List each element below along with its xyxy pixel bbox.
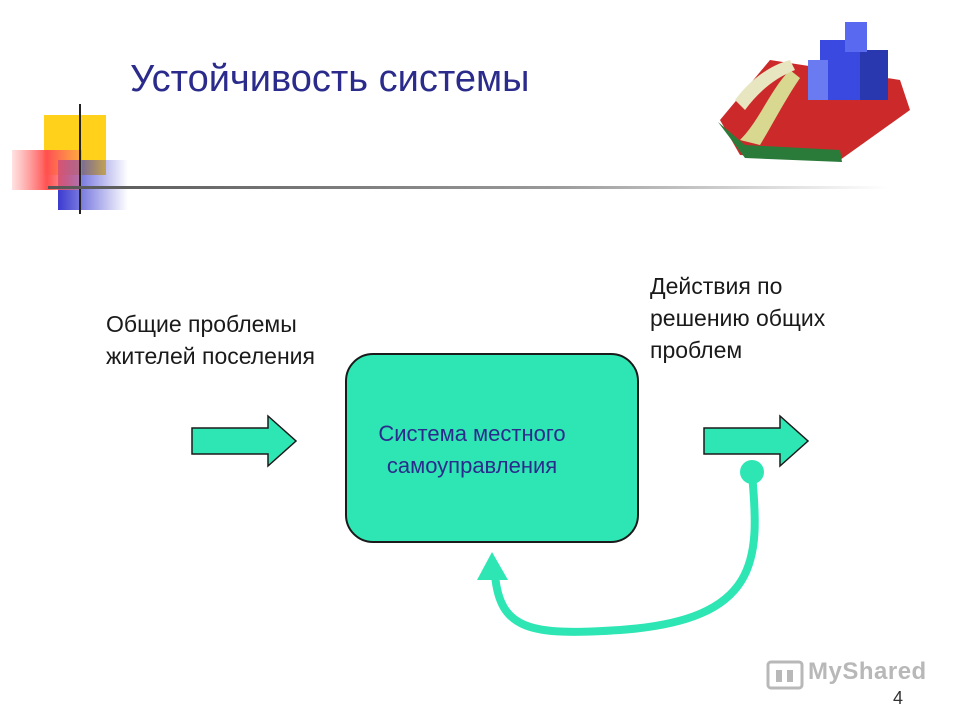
city-building-icon [718, 22, 910, 162]
output-arrow [703, 414, 810, 468]
myshared-logo-icon [766, 660, 804, 690]
system-label-line2: самоуправления [386, 453, 558, 478]
feedback-loop [477, 460, 764, 636]
input-label-line2: жителей поселения [106, 343, 315, 369]
output-label-line3: проблем [650, 337, 743, 363]
system-box [345, 353, 639, 543]
slide-title: Устойчивость системы [130, 58, 530, 100]
input-arrow [191, 414, 298, 468]
color-squares-icon [12, 104, 128, 214]
system-label-line1: Система местного [378, 421, 566, 446]
output-label: Действия по решению общих проблем [650, 270, 825, 366]
watermark-text: MyShared [808, 658, 927, 685]
input-label: Общие проблемы жителей поселения [106, 308, 315, 372]
output-label-line1: Действия по [650, 273, 783, 299]
output-label-line2: решению общих [650, 305, 826, 331]
input-label-line1: Общие проблемы [106, 311, 297, 337]
slide-number: 4 [893, 688, 904, 708]
title-underline [48, 186, 888, 189]
system-label: Система местного самоуправления [345, 418, 639, 482]
